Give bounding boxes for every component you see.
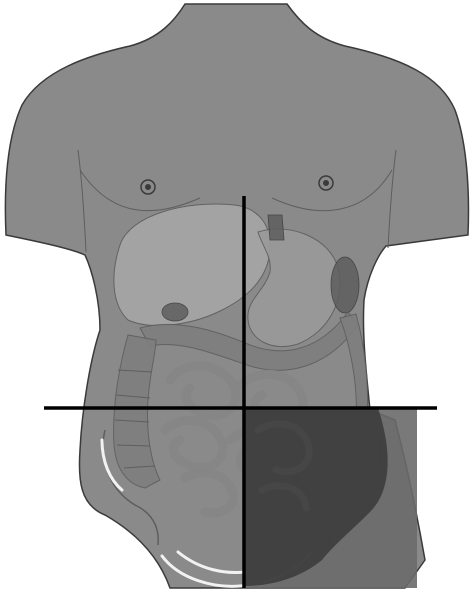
spleen — [331, 257, 359, 313]
esophagus — [268, 215, 284, 240]
gallbladder — [162, 303, 188, 321]
